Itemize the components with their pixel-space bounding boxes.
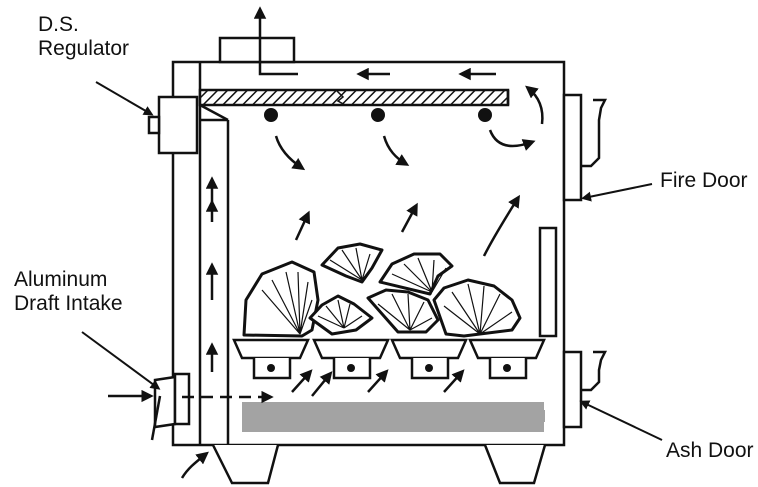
- ds-regulator-label: D.S. Regulator: [38, 13, 129, 61]
- flow-arrow: [294, 210, 311, 241]
- label-line: Aluminum: [14, 268, 108, 291]
- flow-arrow: [482, 194, 520, 257]
- flow-arrow: [525, 85, 544, 125]
- leader-arrows: [81, 81, 663, 441]
- flow-arrow: [400, 202, 418, 233]
- ash-pan-handle: [540, 410, 545, 422]
- stove-legs: [211, 444, 547, 485]
- label-line: Draft Intake: [14, 292, 123, 315]
- baffle-plate: [198, 88, 510, 122]
- flow-arrow: [488, 129, 536, 151]
- label-line: Regulator: [38, 37, 130, 60]
- grate: [232, 338, 310, 380]
- flow-arrow: [367, 369, 389, 393]
- wood-piece: [242, 260, 320, 338]
- wood-piece: [432, 278, 522, 338]
- flow-arrow: [291, 369, 313, 393]
- flue-collar: [218, 36, 296, 64]
- draft-intake-leader: [81, 331, 161, 390]
- air-tube-dot: [264, 108, 278, 122]
- wood-load: [242, 242, 522, 338]
- wood-piece: [320, 242, 384, 284]
- wood-piece: [378, 252, 454, 296]
- flow-arrow: [180, 451, 209, 479]
- outer-casing: [171, 60, 566, 447]
- grate: [390, 338, 468, 380]
- ash-door: [562, 350, 608, 429]
- flow-arrow: [253, 6, 298, 76]
- ds-regulator-leader: [95, 81, 154, 116]
- label-line: D.S.: [38, 13, 79, 36]
- aluminum-draft-intake-label: Aluminum Draft Intake: [14, 268, 123, 316]
- draft-intake-device: [150, 372, 191, 441]
- ash-door-label: Ash Door: [666, 439, 754, 462]
- grate: [468, 338, 546, 380]
- air-tubes: [264, 108, 492, 122]
- ash-pan: [242, 402, 544, 432]
- grates: [232, 338, 546, 380]
- ds-regulator-device: [147, 95, 199, 155]
- fire-door: [538, 93, 608, 338]
- grate: [312, 338, 390, 380]
- air-tube-dot: [371, 108, 385, 122]
- ash-door-leader: [579, 400, 663, 441]
- fire-door-label: Fire Door: [660, 169, 748, 192]
- flow-arrow: [274, 135, 306, 171]
- flow-arrow: [443, 369, 465, 393]
- wood-piece: [366, 288, 440, 334]
- flow-arrow: [311, 371, 333, 397]
- flow-arrow: [382, 135, 410, 166]
- air-tube-dot: [478, 108, 492, 122]
- stove-body: [171, 60, 566, 447]
- fire-door-leader: [581, 183, 653, 202]
- airflow-arrows: [108, 6, 544, 479]
- wood-piece: [308, 294, 374, 336]
